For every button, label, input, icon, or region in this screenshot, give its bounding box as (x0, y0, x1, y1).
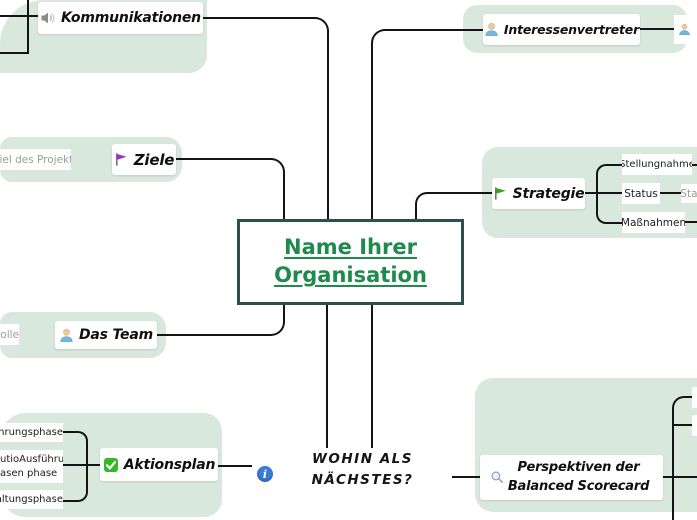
connector-kommunikationen-central (203, 17, 329, 221)
topic-strategie[interactable]: Strategie (492, 178, 585, 209)
connector-aktionsplan-info (218, 465, 252, 467)
speaker-icon (40, 10, 56, 26)
connector-interessenvertreter-central (371, 29, 485, 221)
subtopic-rolle-cut[interactable]: olle (0, 324, 19, 345)
flag-purple-icon (114, 152, 129, 167)
topic-label: Ziele (133, 150, 175, 169)
subtopic-label-line1: utioAusführun (0, 453, 63, 465)
connector-line (673, 424, 697, 426)
subtopic-ziel-des-projekts[interactable]: Ziel des Projekts (0, 149, 71, 170)
person-icon (484, 22, 499, 37)
subtopic-phase2-cut[interactable]: utioAusführun asen phase (0, 450, 63, 483)
topic-perspektiven-balanced-scorecard[interactable]: Perspektiven der Balanced Scorecard (480, 455, 663, 500)
topic-kommunikationen[interactable]: Kommunikationen (38, 2, 203, 34)
connector-line (663, 476, 697, 478)
connector-phase-bracket (63, 464, 88, 502)
subtopic-status[interactable]: Status (622, 183, 660, 204)
connector-central-wohin (371, 302, 373, 448)
topic-label-line1: Perspektiven der (517, 459, 640, 475)
connector-wohin-perspektiven (452, 476, 480, 478)
floating-topic-label-line1: WOHIN ALS (312, 451, 413, 468)
connector-line (0, 15, 38, 17)
topic-das-team[interactable]: Das Team (55, 321, 157, 349)
subtopic-label: olle (0, 328, 19, 341)
floating-topic-label-line2: NÄCHSTES? (311, 472, 414, 488)
connector-line (63, 464, 100, 466)
subtopic-label: Status (624, 187, 658, 200)
checkbox-icon (103, 457, 119, 473)
central-topic-label-line1: Name Ihrer (284, 235, 417, 260)
connector-phase-bracket (63, 431, 88, 468)
person-icon (678, 23, 691, 36)
magnifier-icon (490, 470, 505, 485)
subtopic-label: Stellungnahme (622, 159, 692, 170)
subtopic-phase3-cut[interactable]: haltungsphase (0, 490, 63, 509)
connector-line (692, 164, 697, 166)
flag-green-icon (493, 186, 508, 201)
floating-topic-wohin-als-naechstes[interactable]: WOHIN ALS NÄCHSTES? (300, 447, 425, 493)
topic-interessenvertreter[interactable]: Interessenvertreter (483, 14, 640, 45)
topic-label: Strategie (512, 185, 585, 202)
central-topic-name-ihrer-organisation[interactable]: Name Ihrer Organisation (237, 219, 464, 305)
connector-line (27, 0, 29, 54)
topic-label: Kommunikationen (61, 10, 201, 26)
connector-strategie-central (415, 192, 494, 221)
subtopic-cut-node[interactable] (692, 387, 697, 408)
connector-central-wohin (326, 302, 328, 448)
connector-line (640, 28, 674, 30)
connector-line (585, 192, 622, 194)
subtopic-massnahmen[interactable]: Maßnahmen (622, 212, 685, 233)
person-icon (59, 328, 74, 343)
connector-perspektiven-bracket (672, 396, 697, 520)
topic-label: Das Team (79, 327, 153, 343)
subtopic-phase1-cut[interactable]: ührungsphase (0, 423, 63, 442)
connector-strategie-bracket (596, 164, 624, 196)
connector-status-placeholder (660, 192, 681, 194)
subtopic-label: Sta (681, 187, 697, 200)
topic-label: Aktionsplan (123, 456, 216, 473)
subtopic-interessenvertreter-child-cut[interactable] (674, 15, 697, 44)
subtopic-label-line2: asen phase (0, 467, 58, 479)
subtopic-cut-node[interactable] (692, 415, 697, 436)
topic-label-line2: Balanced Scorecard (507, 478, 650, 494)
topic-label: Interessenvertreter (503, 22, 640, 37)
subtopic-status-placeholder-cut[interactable]: Sta (681, 184, 697, 203)
connector-ziele-central (176, 158, 285, 221)
connector-das-team-central (157, 299, 285, 336)
connector-line (685, 221, 697, 223)
topic-ziele[interactable]: Ziele (112, 144, 176, 175)
subtopic-label: Ziel des Projekts (0, 153, 71, 166)
subtopic-label: Maßnahmen (622, 216, 685, 229)
connector-line (0, 52, 28, 54)
central-topic-label-line2: Organisation (274, 263, 427, 287)
topic-aktionsplan[interactable]: Aktionsplan (100, 448, 218, 481)
subtopic-stellungnahme[interactable]: Stellungnahme (622, 154, 692, 175)
subtopic-label: ührungsphase (0, 427, 63, 438)
connector-strategie-bracket (596, 192, 624, 224)
info-icon[interactable]: i (257, 466, 273, 482)
subtopic-label: haltungsphase (0, 494, 63, 505)
